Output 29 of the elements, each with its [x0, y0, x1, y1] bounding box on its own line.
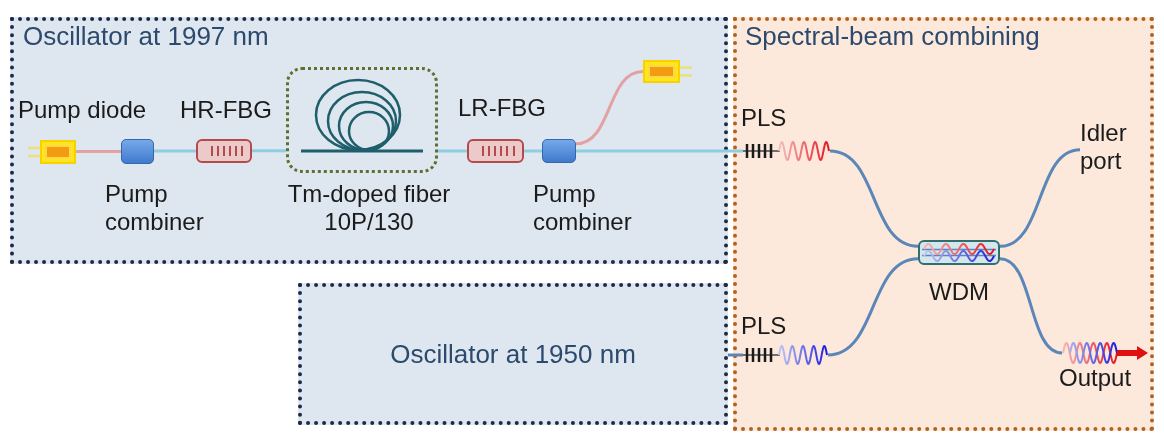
component-label: Pump combiner	[105, 180, 205, 236]
fiber-line	[154, 149, 196, 153]
fiber-line	[576, 149, 743, 153]
component-label: Pump combiner	[533, 180, 633, 236]
component-label: PLS	[741, 312, 787, 340]
component-label: Tm-doped fiber 10P/130	[286, 180, 452, 236]
panel-title: Oscillator at 1950 nm	[390, 338, 636, 370]
component-label: LR-FBG	[458, 94, 546, 122]
combining-panel	[733, 17, 1154, 431]
fiber-line	[999, 148, 1081, 248]
fiber-line	[438, 149, 467, 153]
component-label: HR-FBG	[180, 96, 272, 124]
fiber-line	[575, 70, 644, 146]
component-label: WDM	[929, 278, 989, 306]
port-label: Idler port	[1080, 119, 1127, 175]
fiber-line	[829, 149, 919, 248]
fiber-line	[76, 150, 121, 153]
panel-title: Oscillator at 1997 nm	[23, 20, 269, 52]
panel-title: Spectral-beam combining	[745, 20, 1040, 52]
fiber-line	[999, 257, 1063, 355]
fiber-line	[524, 149, 542, 153]
fiber-line	[728, 353, 743, 357]
oscillator-panel	[10, 17, 728, 264]
oscillator-panel	[298, 283, 728, 425]
component-label: PLS	[741, 104, 787, 132]
fiber-line	[252, 149, 286, 153]
component-label: Output	[1059, 364, 1132, 392]
fiber-line	[827, 257, 919, 357]
component-label: Pump diode	[18, 96, 147, 124]
